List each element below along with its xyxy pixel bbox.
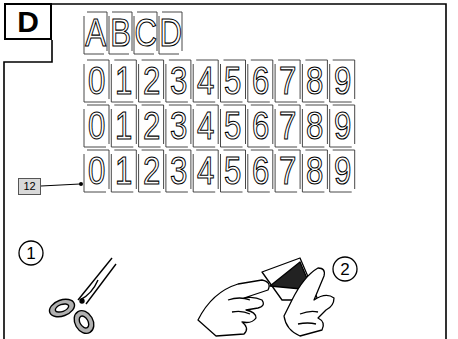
panel-letter-box-text: D: [17, 7, 39, 37]
character-frames: [84, 12, 355, 192]
outlined-character: 6: [244, 106, 277, 146]
character-frame: [221, 105, 246, 147]
character-frame: [166, 60, 191, 102]
character-frame: [330, 150, 355, 192]
character-frame: [111, 105, 136, 147]
outlined-character: 4: [189, 151, 222, 191]
outlined-character: 9: [326, 106, 359, 146]
character-frame: [221, 60, 246, 102]
outlined-character: 4: [189, 61, 222, 101]
hands-peeling-icon: [198, 258, 334, 336]
character-frame: [275, 150, 300, 192]
character-frame: [84, 105, 109, 147]
outlined-character: 8: [298, 106, 331, 146]
character-frame: [221, 150, 246, 192]
character-frame: [302, 105, 327, 147]
character-frame: [302, 60, 327, 102]
outlined-character: 2: [135, 106, 168, 146]
outlined-character: D: [155, 13, 186, 53]
character-frame: [166, 150, 191, 192]
frame-line: [4, 40, 52, 339]
outlined-character: 0: [80, 151, 113, 191]
outlined-character: 9: [326, 61, 359, 101]
character-frame: [193, 105, 218, 147]
outlined-character: 3: [162, 106, 195, 146]
circle-outline: [333, 257, 357, 281]
outlined-character: 7: [271, 106, 304, 146]
outlined-character: 7: [271, 151, 304, 191]
callout-number-text: 12: [23, 181, 35, 192]
leader-dot: [79, 182, 83, 186]
character-frame: [193, 60, 218, 102]
outlined-character: 1: [107, 151, 140, 191]
panel-letter-box: D: [4, 3, 52, 40]
character-frame: [330, 105, 355, 147]
character-frame: [111, 150, 136, 192]
outlined-character: C: [130, 13, 161, 53]
character-frame: [330, 60, 355, 102]
outlined-character: 8: [298, 61, 331, 101]
outlined-character: 5: [217, 106, 250, 146]
outlined-character: B: [105, 13, 136, 53]
outlined-character: 5: [217, 61, 250, 101]
outlined-character: 4: [189, 106, 222, 146]
character-frame: [275, 60, 300, 102]
leader-line: [41, 184, 80, 186]
character-frame: [166, 105, 191, 147]
outlined-character: 6: [244, 151, 277, 191]
character-frame: [139, 150, 164, 192]
character-frame: [84, 60, 109, 102]
character-frame: [109, 12, 132, 54]
scissors-icon: [47, 258, 116, 337]
outlined-character: 1: [107, 61, 140, 101]
character-frame: [139, 105, 164, 147]
character-frame: [275, 105, 300, 147]
character-frame: [302, 150, 327, 192]
step-number: 2: [332, 256, 358, 282]
outlined-character: 8: [298, 151, 331, 191]
character-frame: [248, 60, 273, 102]
character-frame: [248, 150, 273, 192]
outlined-character: 6: [244, 61, 277, 101]
step-number-text: 1: [26, 245, 35, 262]
character-frame: [84, 12, 107, 54]
outlined-character: 0: [80, 106, 113, 146]
step-number: 1: [18, 240, 44, 266]
character-frame: [248, 105, 273, 147]
circle-outline: [19, 241, 43, 265]
outlined-character: A: [80, 13, 111, 53]
outlined-character: 3: [162, 151, 195, 191]
character-frame: [111, 60, 136, 102]
character-frame: [159, 12, 182, 54]
character-frame: [193, 150, 218, 192]
step-number-text: 2: [340, 261, 349, 278]
outlined-character: 0: [80, 61, 113, 101]
character-frame: [134, 12, 157, 54]
outlined-character: 7: [271, 61, 304, 101]
callout-number: 12: [18, 178, 41, 195]
frame-line: [52, 4, 446, 339]
outlined-character: 9: [326, 151, 359, 191]
outlined-character: 2: [135, 61, 168, 101]
character-frame: [139, 60, 164, 102]
outlined-character: 1: [107, 106, 140, 146]
character-frame: [84, 150, 109, 192]
outlined-character: 2: [135, 151, 168, 191]
outlined-character: 3: [162, 61, 195, 101]
outlined-character: 5: [217, 151, 250, 191]
